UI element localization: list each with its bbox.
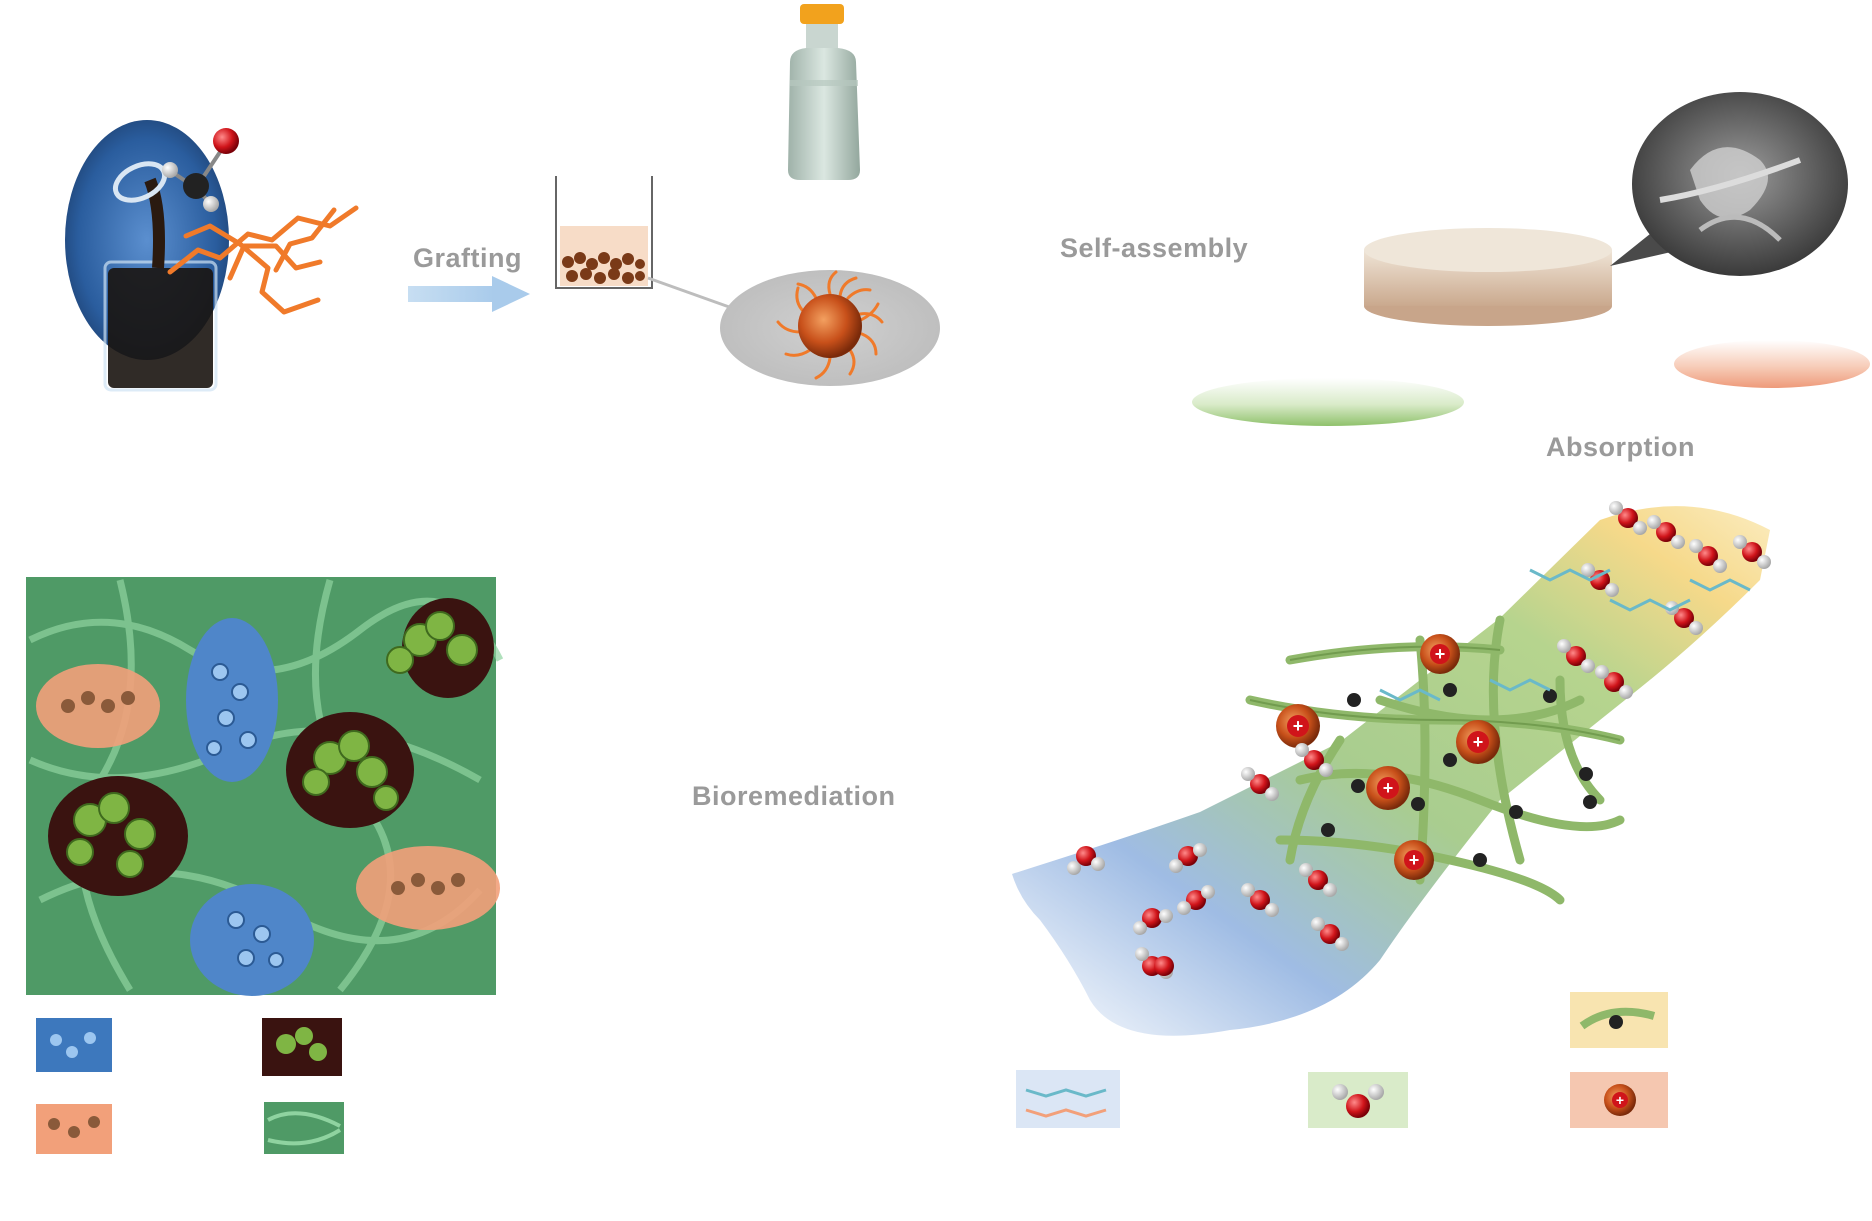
legend-molecule-thumbnail (36, 1018, 112, 1072)
dispersion-bottle-image (788, 4, 860, 180)
legend-fiber-negative-thumbnail (1570, 992, 1668, 1048)
small-molecule-icon (162, 128, 239, 212)
svg-text:+: + (1473, 732, 1484, 752)
grafting-arrow (408, 276, 530, 312)
bioremediation-composite-image (26, 577, 504, 996)
pink-glow-ellipse (1674, 340, 1870, 388)
legend-oil-thumbnail (36, 1104, 112, 1154)
grafting-label: Grafting (413, 243, 522, 273)
cationic-particles: + + + + + (1276, 634, 1500, 880)
legend-fiber-thumbnail (264, 1102, 344, 1154)
legend-microbe-thumbnail (262, 1018, 342, 1076)
aerogel-disc-image (1364, 228, 1612, 326)
oil-molecule-chains (1379, 568, 1751, 702)
svg-text:+: + (1409, 850, 1420, 870)
water-molecules (1067, 501, 1771, 979)
legend-oil-chain-thumbnail (1016, 1070, 1120, 1128)
sem-image-bubble (1610, 92, 1848, 276)
svg-text:+: + (1435, 644, 1446, 664)
svg-text:+: + (1616, 1092, 1624, 1108)
legend-water-thumbnail (1308, 1072, 1408, 1128)
svg-text:+: + (1293, 716, 1304, 736)
green-glow-ellipse (1192, 378, 1464, 426)
lignin-solution-beaker-image (65, 120, 229, 392)
negative-charges (1321, 683, 1597, 867)
svg-text:+: + (1383, 778, 1394, 798)
legend-particle-thumbnail: + (1570, 1072, 1668, 1128)
grafted-nanoparticle-bubble (720, 270, 940, 386)
self-assembly-label: Self-assembly (1060, 233, 1249, 263)
absorption-label: Absorption (1546, 432, 1695, 462)
bioremediation-label: Bioremediation (692, 781, 896, 811)
particle-beaker-icon (555, 176, 733, 310)
polymer-chains-icon (167, 205, 359, 315)
